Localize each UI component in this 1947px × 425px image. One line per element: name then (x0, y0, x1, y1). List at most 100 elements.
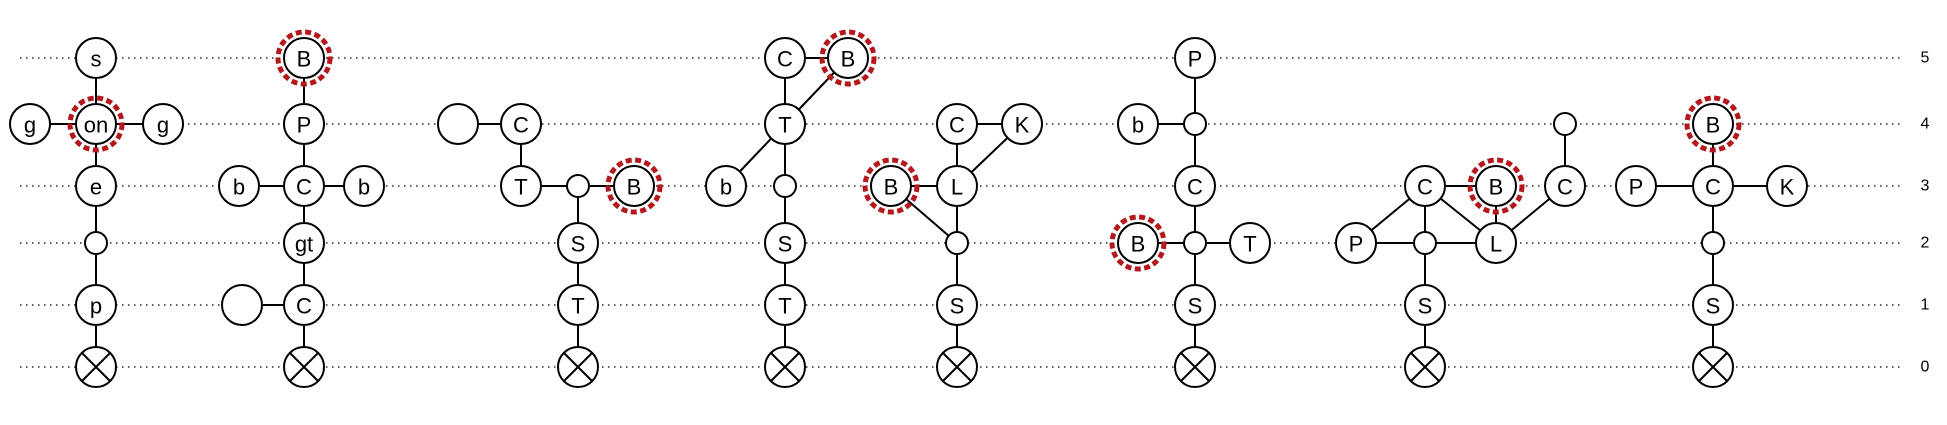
node-gt: gt (283, 222, 325, 264)
node-label: C (296, 294, 312, 319)
node-label: S (950, 294, 965, 319)
node-B3: B (862, 157, 920, 215)
node-C3: C (1174, 165, 1216, 207)
root-node (1692, 346, 1734, 388)
node-label: K (1780, 175, 1795, 200)
node-label: S (1188, 294, 1203, 319)
node-label: L (1490, 232, 1502, 257)
node-label: g (24, 113, 36, 138)
level-label-1: 1 (1921, 297, 1930, 314)
node-S1: S (936, 284, 978, 326)
highlight-ring (819, 29, 877, 87)
node-label: g (157, 113, 169, 138)
node-label: C (1557, 175, 1573, 200)
node-g2: g (142, 103, 184, 145)
node-e4 (437, 103, 479, 145)
node-label: S (1706, 294, 1721, 319)
node-e: e (75, 165, 117, 207)
node-label: b (358, 175, 370, 200)
level-label-0: 0 (1921, 359, 1930, 376)
node-label: T (778, 113, 791, 138)
node-label: S (1418, 294, 1433, 319)
node-label: B (297, 47, 312, 72)
node-b3: b (705, 165, 747, 207)
node-b2: b (343, 165, 385, 207)
node-label: B (841, 47, 856, 72)
highlight-ring (862, 157, 920, 215)
node-b1: b (218, 165, 260, 207)
junction-node (773, 174, 797, 198)
node-label: B (1131, 232, 1146, 257)
root-node (75, 346, 117, 388)
node-K3: K (1766, 165, 1808, 207)
node-S1: S (1692, 284, 1734, 326)
node-s: s (75, 37, 117, 79)
node-label: p (90, 294, 102, 319)
node-label: e (90, 175, 102, 200)
node-B4: B (1684, 95, 1742, 153)
highlight-ring (275, 29, 333, 87)
node-label: P (297, 113, 312, 138)
node-B3: B (605, 157, 663, 215)
junction-node (1413, 231, 1437, 255)
node-T3: T (500, 165, 542, 207)
node-B3: B (1467, 157, 1525, 215)
node-T1: T (557, 284, 599, 326)
node-on: on (67, 95, 125, 153)
node-label: b (233, 175, 245, 200)
node-label: gt (295, 232, 313, 257)
node-label: C (296, 175, 312, 200)
junction-node (1553, 112, 1577, 136)
node-C3a: C (1404, 165, 1446, 207)
node-label: K (1015, 113, 1030, 138)
level-label-5: 5 (1921, 50, 1930, 67)
node-B2: B (1109, 214, 1167, 272)
node-label: C (1705, 175, 1721, 200)
node-label: B (884, 175, 899, 200)
node-P5: P (1174, 37, 1216, 79)
junction-node (84, 231, 108, 255)
node-label: T (571, 294, 584, 319)
highlight-ring (1684, 95, 1742, 153)
node-label: C (513, 113, 529, 138)
junction-node (1701, 231, 1725, 255)
node-label: P (1188, 47, 1203, 72)
node-L2: L (1475, 222, 1517, 264)
node-label: S (778, 232, 793, 257)
node-C3b: C (1544, 165, 1586, 207)
node-P3: P (1615, 165, 1657, 207)
node-S1: S (1174, 284, 1216, 326)
tree-1: s g on g e p (9, 37, 184, 388)
node-label: B (1489, 175, 1504, 200)
root-node (557, 346, 599, 388)
node-label: T (514, 175, 527, 200)
node-K4: K (1001, 103, 1043, 145)
node-label: C (1417, 175, 1433, 200)
node-label: B (1706, 113, 1721, 138)
node-C3: C (1692, 165, 1734, 207)
node-C5: C (764, 37, 806, 79)
level-label-3: 3 (1921, 178, 1930, 195)
node-label: T (778, 294, 791, 319)
node-P2: P (1335, 222, 1377, 264)
node-label: T (1243, 232, 1256, 257)
root-node (1174, 346, 1216, 388)
node-label: on (84, 113, 108, 138)
node-e1 (221, 284, 263, 326)
node-T2: T (1229, 222, 1271, 264)
junction-node (566, 174, 590, 198)
node-label: L (951, 175, 963, 200)
node-p: p (75, 284, 117, 326)
highlight-ring (605, 157, 663, 215)
tree-8: B P C K S (1615, 95, 1808, 388)
node-label: b (720, 175, 732, 200)
node-S1: S (1404, 284, 1446, 326)
node-label: C (949, 113, 965, 138)
node-C3: C (283, 165, 325, 207)
node-label: P (1349, 232, 1364, 257)
tree-4: C B TbS T (705, 29, 877, 388)
tree-3-edges (458, 123, 634, 367)
